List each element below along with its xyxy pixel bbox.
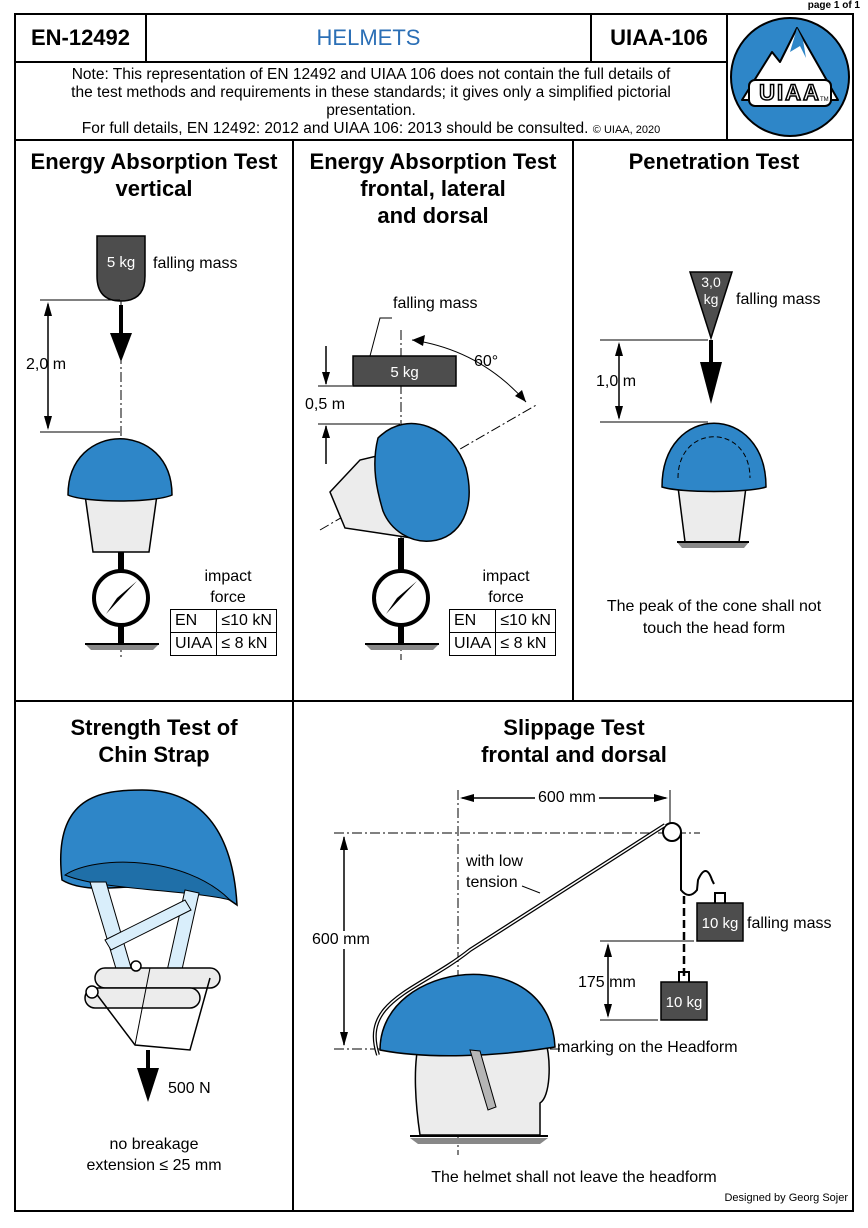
panel2-mass-label: falling mass xyxy=(393,295,478,312)
panel1-force-table: EN≤10 kN UIAA≤ 8 kN xyxy=(169,609,277,656)
table-cell: EN xyxy=(448,609,497,633)
logo-text: UIAA xyxy=(758,79,821,106)
panel4-force: 500 N xyxy=(168,1080,211,1097)
table-cell: ≤ 8 kN xyxy=(216,632,277,656)
panel1-mass: 5 kg xyxy=(106,253,136,271)
table-cell: ≤ 8 kN xyxy=(495,632,556,656)
header-title: HELMETS xyxy=(316,25,421,50)
panel1-mass-label: falling mass xyxy=(153,255,238,272)
panel5-width: 600 mm xyxy=(535,789,599,807)
header-right-code: UIAA-106 xyxy=(610,25,708,50)
logo-tm: TM xyxy=(820,97,829,103)
divider-1 xyxy=(292,139,294,1212)
note-line-4: For full details, EN 12492: 2012 and UIA… xyxy=(81,120,661,137)
table-row: EN≤10 kN xyxy=(448,609,556,633)
table-cell: ≤10 kN xyxy=(495,609,556,633)
table-cell: EN xyxy=(169,609,218,633)
panel5-caption: The helmet shall not leave the headform xyxy=(431,1169,717,1186)
panel2-force-table: EN≤10 kN UIAA≤ 8 kN xyxy=(448,609,556,656)
table-row: EN≤10 kN xyxy=(169,609,277,633)
note-text: Note: This representation of EN 12492 an… xyxy=(18,66,724,139)
panel3-title: Penetration Test xyxy=(628,149,800,174)
panel5-height: 600 mm xyxy=(310,931,372,949)
page-label: page 1 of 1 xyxy=(807,0,860,11)
header-left-code: EN-12492 xyxy=(30,25,131,50)
divider-2 xyxy=(572,139,574,702)
panel3-height: 1,0 m xyxy=(596,373,637,390)
table-cell: UIAA xyxy=(169,632,218,656)
panel5-mass2: 10 kg xyxy=(665,993,703,1011)
note-line-1: Note: This representation of EN 12492 an… xyxy=(71,66,671,83)
panel5-mass-label: falling mass xyxy=(747,915,832,932)
panel2-angle: 60° xyxy=(474,353,499,370)
panel2-height: 0,5 m xyxy=(305,396,346,413)
note-line-2: the test methods and requirements in the… xyxy=(71,84,671,101)
table-row: UIAA≤ 8 kN xyxy=(448,632,556,656)
panel-grid-bottom xyxy=(14,700,854,1212)
copyright: © UIAA, 2020 xyxy=(592,124,661,136)
note-line-3: presentation. xyxy=(326,102,416,119)
panel2-mass: 5 kg xyxy=(390,363,419,381)
table-row: UIAA≤ 8 kN xyxy=(169,632,277,656)
table-cell: UIAA xyxy=(448,632,497,656)
panel5-mass: 10 kg xyxy=(701,914,739,932)
designer-credit: Designed by Georg Sojer xyxy=(724,1192,848,1204)
table-cell: ≤10 kN xyxy=(216,609,277,633)
panel5-drop: 175 mm xyxy=(578,974,636,991)
panel1-height: 2,0 m xyxy=(26,356,67,373)
panel3-mass-label: falling mass xyxy=(736,291,821,308)
panel5-marking-label: marking on the Headform xyxy=(557,1039,738,1056)
